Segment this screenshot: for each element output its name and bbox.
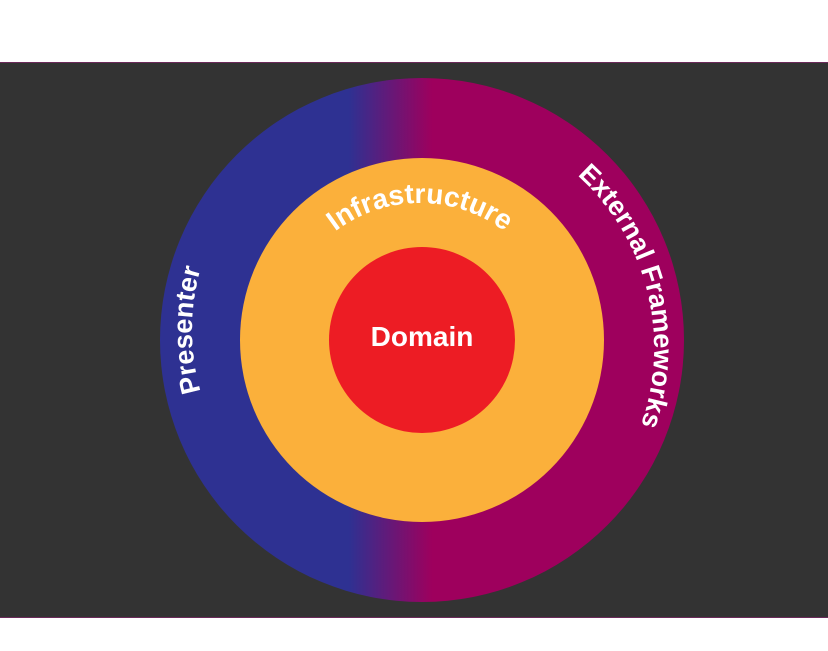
domain-core <box>329 247 515 433</box>
domain-label: Domain <box>371 321 474 352</box>
